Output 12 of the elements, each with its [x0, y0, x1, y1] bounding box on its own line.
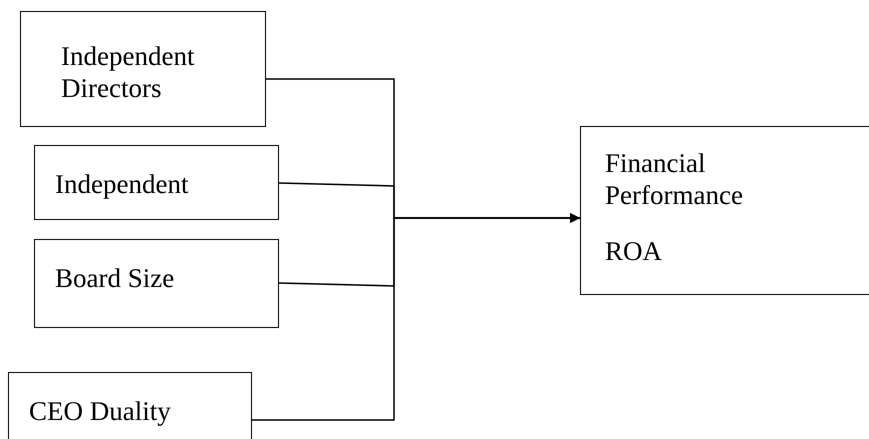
variable-box: [8, 372, 252, 439]
variable-label: Independent Directors: [61, 40, 196, 105]
variable-box: [20, 11, 266, 127]
variable-box: [34, 239, 279, 328]
variable-label: Independent: [55, 168, 190, 200]
variable-box: [580, 126, 869, 295]
variable-label: Board Size: [55, 262, 176, 294]
connector-arrow: [252, 213, 580, 421]
variable-label: Financial Performance: [605, 147, 744, 212]
variable-label: CEO Duality: [29, 395, 172, 428]
variable-box: [34, 145, 279, 220]
variable-label: ROA: [605, 235, 664, 268]
